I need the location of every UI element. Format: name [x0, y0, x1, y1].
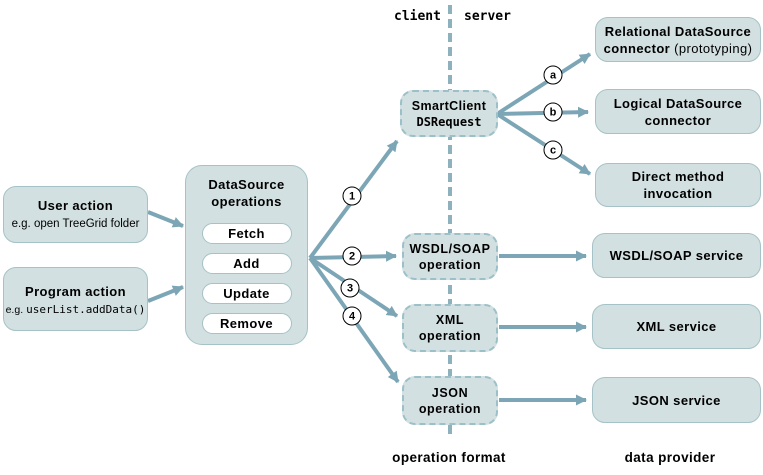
- smartclient-label: SmartClient: [411, 98, 487, 113]
- datasource-operations-title-line1: DataSource: [208, 177, 285, 192]
- marker-a-badge: a: [543, 65, 563, 85]
- marker-2-badge: 2: [342, 246, 362, 266]
- client-zone-label: client: [394, 9, 441, 24]
- marker-4-badge: 4: [342, 306, 362, 326]
- logical-datasource-connector-box: Logical DataSource connector: [595, 89, 761, 134]
- program-action-example-prefix: e.g.: [5, 303, 24, 316]
- program-action-example: e.g. userList.addData(): [6, 303, 146, 316]
- direct-method-invocation-box: Direct method invocation: [595, 163, 761, 207]
- server-zone-label: server: [464, 9, 511, 24]
- json-service-box: JSON service: [592, 377, 761, 423]
- user-action-box: User action e.g. open TreeGrid folder: [3, 186, 148, 243]
- xml-service-label: XML service: [636, 319, 717, 334]
- user-action-example: e.g. open TreeGrid folder: [11, 218, 140, 230]
- add-button: Add: [201, 253, 292, 274]
- direct-invocation-line2: invocation: [643, 186, 713, 201]
- data-provider-label: data provider: [624, 450, 716, 465]
- xml-operation-box: XML operation: [402, 304, 498, 352]
- arrow-c-to-direct-invocation: [495, 112, 592, 176]
- smartclient-dsrequest-box: SmartClient DSRequest: [400, 90, 498, 137]
- logical-connector-line2: connector: [644, 112, 712, 128]
- program-action-example-code: userList.addData(): [26, 302, 146, 316]
- dsrequest-label: DSRequest: [416, 114, 482, 129]
- program-action-box: Program action e.g. userList.addData(): [3, 267, 148, 331]
- json-operation-line1: JSON: [431, 385, 469, 400]
- relational-connector-line2: connector (prototyping): [604, 40, 753, 57]
- xml-operation-line2: operation: [418, 329, 482, 343]
- datasource-operations-title-line2: operations: [211, 194, 282, 209]
- marker-c-badge: c: [543, 140, 563, 160]
- relational-datasource-connector-box: Relational DataSource connector (prototy…: [595, 17, 761, 62]
- arrow-b-to-logical-connector: [496, 106, 589, 118]
- xml-operation-line1: XML: [435, 313, 465, 327]
- remove-button: Remove: [201, 313, 292, 334]
- program-action-title: Program action: [25, 283, 126, 299]
- arrow-program-to-datasource: [147, 285, 184, 303]
- wsdl-operation-line2: operation: [418, 257, 482, 272]
- relational-connector-line1: Relational DataSource: [604, 23, 752, 39]
- marker-3-badge: 3: [340, 278, 360, 298]
- wsdl-service-label: WSDL/SOAP service: [609, 248, 744, 263]
- relational-connector-line2-normal: (prototyping): [670, 40, 753, 56]
- datasource-operations-title: DataSource operations: [208, 176, 284, 210]
- fetch-button: Fetch: [201, 223, 292, 244]
- wsdl-operation-line1: WSDL/SOAP: [409, 241, 491, 256]
- arrow-user-to-datasource: [147, 210, 184, 228]
- direct-invocation-line1: Direct method: [631, 169, 725, 184]
- json-operation-line2: operation: [418, 401, 482, 416]
- marker-b-badge: b: [543, 102, 563, 122]
- wsdl-soap-operation-box: WSDL/SOAP operation: [402, 233, 498, 280]
- user-action-title: User action: [37, 198, 114, 213]
- operation-format-label: operation format: [392, 450, 506, 465]
- marker-1-badge: 1: [342, 186, 362, 206]
- json-operation-box: JSON operation: [402, 376, 498, 425]
- xml-service-box: XML service: [592, 304, 761, 349]
- update-button: Update: [201, 283, 292, 304]
- wsdl-soap-service-box: WSDL/SOAP service: [592, 233, 761, 278]
- logical-connector-line1: Logical DataSource: [613, 95, 743, 111]
- arrow-a-to-relational-connector: [495, 52, 592, 116]
- relational-connector-line2-bold: connector: [603, 40, 671, 56]
- datasource-operations-box: DataSource operations Fetch Add Update R…: [185, 165, 308, 345]
- json-service-label: JSON service: [632, 392, 721, 408]
